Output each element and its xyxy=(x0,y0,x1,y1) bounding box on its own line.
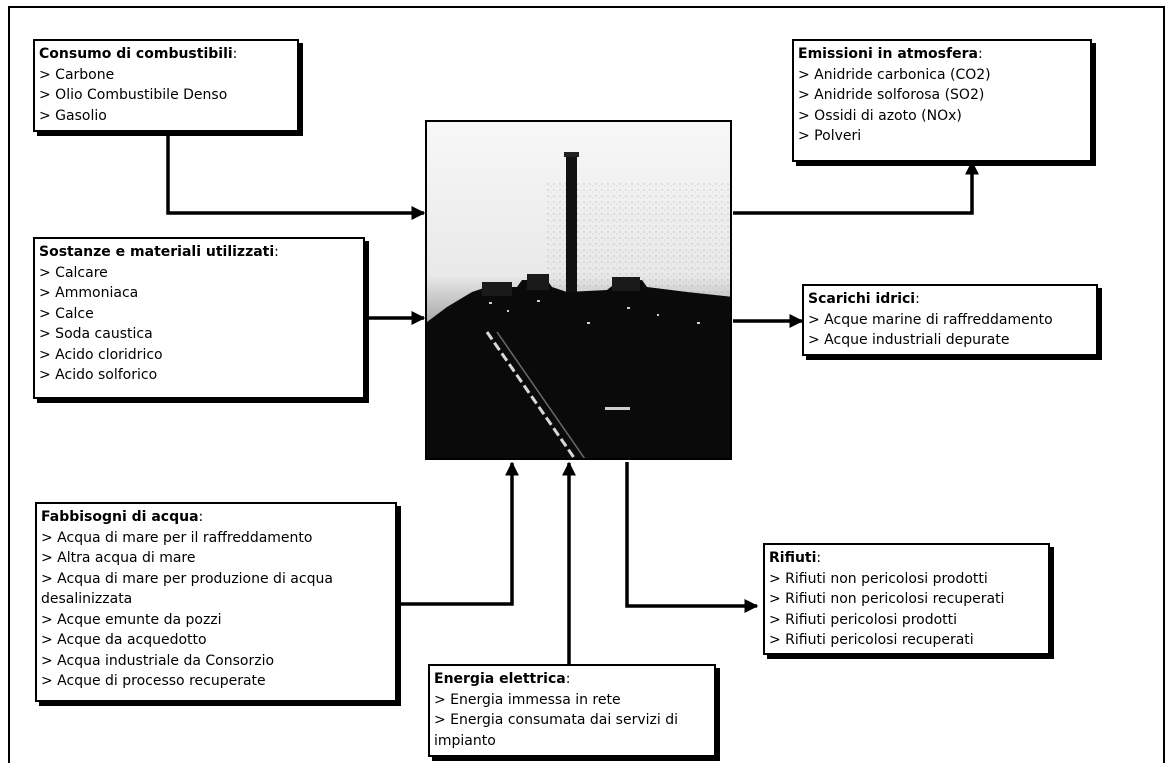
list-item: > Ammoniaca xyxy=(39,285,139,301)
list-item: > Acque di processo recuperate xyxy=(41,673,266,689)
list-item: > Acque industriali depurate xyxy=(808,332,1010,348)
list-item: > Acido cloridrico xyxy=(39,346,163,363)
arrow-plant-to-waste xyxy=(625,462,759,613)
list-item: > Rifiuti pericolosi prodotti xyxy=(769,611,958,628)
list-item: > Energia consumata dai servizi di impia… xyxy=(434,712,678,749)
list-item: > Rifiuti pericolosi recuperati xyxy=(769,632,974,648)
box-title: Energia elettrica xyxy=(434,671,566,687)
list-item: > Olio Combustibile Denso xyxy=(39,87,228,103)
box-title: Fabbisogni di acqua xyxy=(41,509,199,525)
box-title: Consumo di combustibili xyxy=(39,46,233,62)
materials-used-box: Sostanze e materiali utilizzati: > Calca… xyxy=(33,237,365,399)
list-item: > Acqua industriale da Consorzio xyxy=(41,652,275,669)
waste-box: Rifiuti: > Rifiuti non pericolosi prodot… xyxy=(763,543,1050,655)
air-emissions-box: Emissioni in atmosfera: > Anidride carbo… xyxy=(792,39,1092,162)
list-item: > Gasolio xyxy=(39,107,107,124)
list-item: > Acque emunte da pozzi xyxy=(41,611,222,628)
electric-energy-box: Energia elettrica: > Energia immessa in … xyxy=(428,664,716,757)
box-title: Emissioni in atmosfera xyxy=(798,46,978,62)
box-title: Rifiuti xyxy=(769,550,817,566)
list-item: > Carbone xyxy=(39,66,115,83)
arrow-water-to-plant xyxy=(397,461,519,606)
list-item: > Rifiuti non pericolosi recuperati xyxy=(769,591,1005,607)
fuel-consumption-box: Consumo di combustibili: > Carbone > Oli… xyxy=(33,39,299,132)
list-item: > Acido solforico xyxy=(39,367,158,383)
list-item: > Altra acqua di mare xyxy=(41,550,196,566)
box-title: Scarichi idrici xyxy=(808,291,916,307)
list-item: > Energia immessa in rete xyxy=(434,691,621,708)
list-item: > Calcare xyxy=(39,264,108,281)
list-item: > Acque marine di raffreddamento xyxy=(808,311,1053,328)
list-item: > Acque da acquedotto xyxy=(41,632,207,648)
list-item: > Rifiuti non pericolosi prodotti xyxy=(769,570,988,587)
water-discharges-box: Scarichi idrici: > Acque marine di raffr… xyxy=(802,284,1098,356)
list-item: > Polveri xyxy=(798,128,862,144)
arrow-plant-to-emissions xyxy=(733,160,979,215)
list-item: > Soda caustica xyxy=(39,326,153,342)
power-plant-image xyxy=(427,122,730,458)
water-needs-box: Fabbisogni di acqua: > Acqua di mare per… xyxy=(35,502,397,702)
list-item: > Anidride carbonica (CO2) xyxy=(798,66,991,83)
outer-frame xyxy=(8,6,1165,763)
list-item: > Acqua di mare per produzione di acqua … xyxy=(41,570,333,608)
arrow-fuel-to-plant xyxy=(166,132,426,220)
list-item: > Ossidi di azoto (NOx) xyxy=(798,107,962,124)
box-title: Sostanze e materiali utilizzati xyxy=(39,244,275,260)
power-plant-photo xyxy=(425,120,732,460)
list-item: > Acqua di mare per il raffreddamento xyxy=(41,529,313,546)
list-item: > Calce xyxy=(39,305,94,322)
list-item: > Anidride solforosa (SO2) xyxy=(798,87,985,103)
